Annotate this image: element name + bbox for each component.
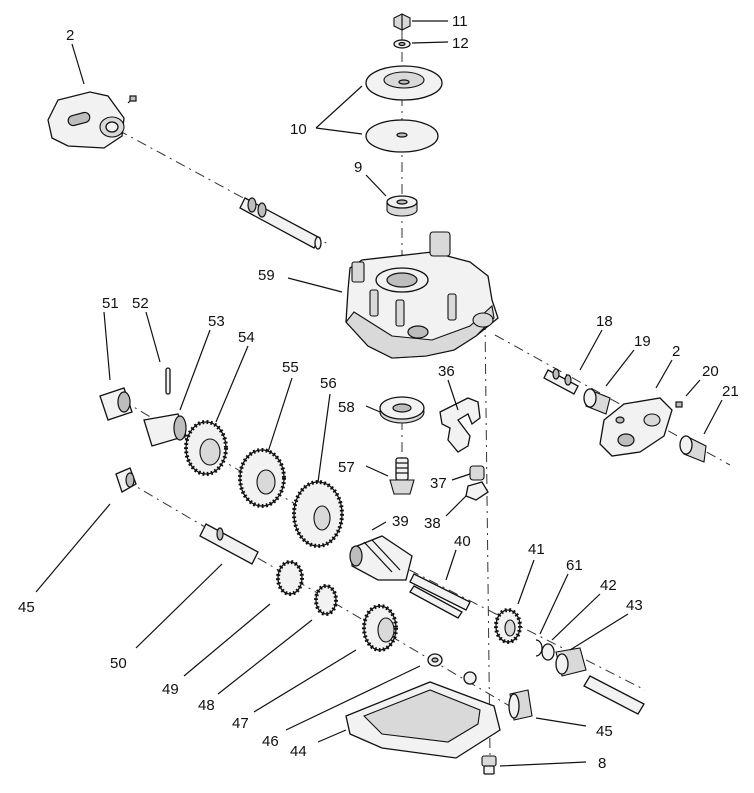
label-38: 38 xyxy=(424,515,441,532)
label-57: 57 xyxy=(338,459,355,476)
washer-46-part xyxy=(427,653,443,667)
leader-lines xyxy=(35,20,723,767)
label-36: 36 xyxy=(438,363,455,380)
label-47: 47 xyxy=(232,715,249,732)
label-20: 20 xyxy=(702,363,719,380)
label-21: 21 xyxy=(722,383,739,400)
label-2-left: 2 xyxy=(66,27,74,44)
right-bushing-part xyxy=(679,435,707,463)
snap-ring-part xyxy=(535,639,543,657)
label-18: 18 xyxy=(596,313,613,330)
gear-48-part xyxy=(314,584,338,616)
right-shaft-sleeve-part xyxy=(543,368,579,395)
washer-small-part xyxy=(463,671,477,685)
label-50: 50 xyxy=(110,655,127,672)
left-bracket-part xyxy=(47,91,137,149)
pinion-gear-part xyxy=(389,457,415,495)
left-lower-bushing-part xyxy=(115,467,137,493)
label-59: 59 xyxy=(258,267,275,284)
label-41: 41 xyxy=(528,541,545,558)
label-42: 42 xyxy=(600,577,617,594)
right-bracket-part xyxy=(599,397,683,457)
cup-washer-lower-part xyxy=(365,119,439,153)
right-axle-part xyxy=(583,675,645,715)
label-46: 46 xyxy=(262,733,279,750)
clip-part xyxy=(465,481,489,501)
bevel-gear-47-part xyxy=(362,604,398,652)
washer-part xyxy=(393,39,411,49)
transmission-housing-part xyxy=(345,231,499,359)
collar-gear-part xyxy=(143,413,187,447)
label-49: 49 xyxy=(162,681,179,698)
gear-49-part xyxy=(276,560,304,596)
label-52: 52 xyxy=(132,295,149,312)
lower-shaft-part xyxy=(199,523,259,565)
bearing-part xyxy=(379,396,425,424)
drain-plug-part xyxy=(481,755,497,775)
label-48: 48 xyxy=(198,697,215,714)
gear-56-part xyxy=(292,480,344,548)
gear-54-part xyxy=(184,420,228,476)
nut-part xyxy=(393,13,411,31)
bottom-cover-part xyxy=(345,681,501,759)
collar-part xyxy=(469,465,485,481)
bushing-45-lower-part xyxy=(508,689,533,721)
label-55: 55 xyxy=(282,359,299,376)
part-labels: 2 11 12 10 9 59 51 52 53 54 55 56 58 36 … xyxy=(18,13,739,772)
splined-shaft-part xyxy=(349,535,413,581)
gear-55-part xyxy=(238,448,286,508)
label-12: 12 xyxy=(452,35,469,52)
pin-part xyxy=(165,367,171,395)
label-56: 56 xyxy=(320,375,337,392)
label-58: 58 xyxy=(338,399,355,416)
label-9: 9 xyxy=(354,159,362,176)
label-11: 11 xyxy=(452,13,468,30)
label-19: 19 xyxy=(634,333,651,350)
label-61: 61 xyxy=(566,557,583,574)
label-45-left: 45 xyxy=(18,599,35,616)
label-2-right: 2 xyxy=(672,343,680,360)
left-bushing-part xyxy=(99,387,133,421)
bushing-43-part xyxy=(555,647,587,677)
label-39: 39 xyxy=(392,513,409,530)
label-43: 43 xyxy=(626,597,643,614)
right-spacer-part xyxy=(583,388,611,415)
label-37: 37 xyxy=(430,475,447,492)
label-44: 44 xyxy=(290,743,307,760)
key-bar-part xyxy=(409,573,471,619)
cup-washer-upper-part xyxy=(365,65,443,101)
label-54: 54 xyxy=(238,329,255,346)
bushing-top-part xyxy=(386,195,418,217)
label-45-right: 45 xyxy=(596,723,613,740)
ring-gear-41-part xyxy=(494,608,522,644)
label-53: 53 xyxy=(208,313,225,330)
washer-42-part xyxy=(541,643,555,661)
label-10: 10 xyxy=(290,121,307,138)
label-8: 8 xyxy=(598,755,606,772)
label-40: 40 xyxy=(454,533,471,550)
label-51: 51 xyxy=(102,295,119,312)
shift-fork-part xyxy=(439,397,481,453)
upper-shaft-part xyxy=(239,197,322,250)
